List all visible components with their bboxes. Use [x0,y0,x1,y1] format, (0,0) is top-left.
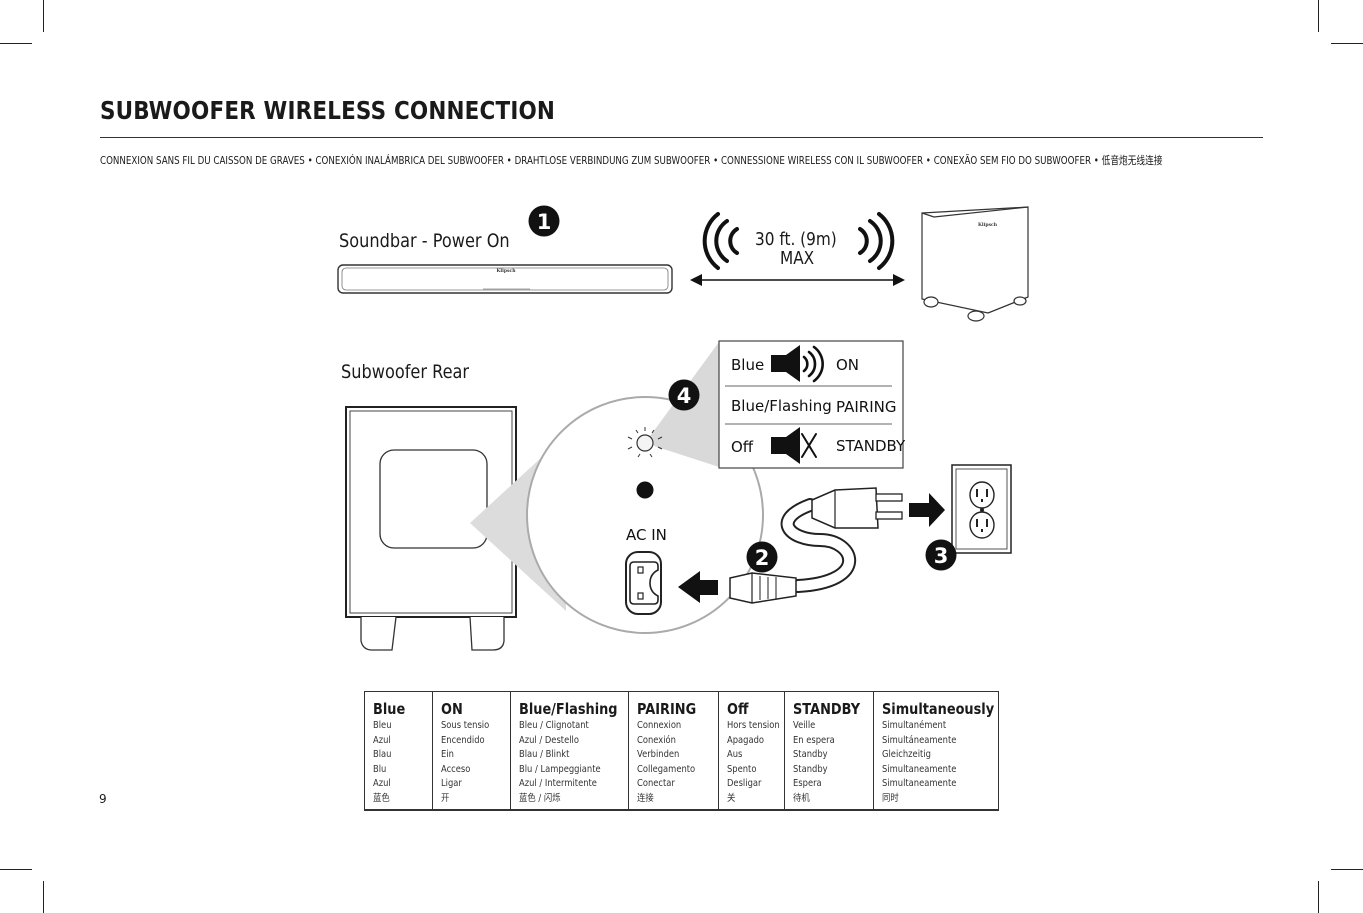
subwoofer-illustration: Klipsch [921,206,1029,322]
status-color-off: Off [731,438,754,456]
svg-text:4: 4 [677,384,692,408]
legend-column-standby: STANDBY Veille En espera Standby Standby… [785,692,874,809]
page-number: 9 [99,792,107,806]
status-led-icon [627,427,663,458]
crop-mark [0,869,32,870]
crop-mark [0,43,32,44]
power-cord-illustration [729,487,903,604]
legend-column-off: Off Hors tension Apagado Aus Spento Desl… [719,692,785,809]
speaker-sound-icon [771,345,824,383]
legend-column-simultaneously: Simultaneously Simultanément Simultáneam… [882,700,995,804]
distance-max-label: MAX [780,248,815,269]
status-state-pairing: PAIRING [836,398,896,416]
crop-mark [43,881,44,913]
soundbar-illustration: Klipsch [337,264,673,294]
crop-mark [1318,881,1319,913]
ac-in-label: AC IN [626,526,667,544]
distance-arrow [690,274,905,286]
title-rule [100,137,1263,138]
page-title: SUBWOOFER WIRELESS CONNECTION [100,96,556,125]
ac-socket-icon [625,551,662,615]
distance-label: 30 ft. (9m) [755,229,837,250]
legend-column-on: ON Sous tensio Encendido Ein Acceso Liga… [433,692,511,809]
speaker-muted-icon [771,427,817,464]
svg-text:2: 2 [755,546,770,570]
wireless-signal-icon [702,212,739,270]
insert-arrow-icon [678,571,718,603]
svg-text:1: 1 [537,210,552,234]
crop-mark [43,0,44,32]
status-color-blue-flashing: Blue/Flashing [731,397,832,415]
plug-in-arrow-icon [909,493,945,527]
translation-legend-table: Blue Bleu Azul Blau Blu Azul 蓝色 ON Sous … [364,691,999,811]
wireless-signal-icon [858,212,895,270]
translated-subtitle: CONNEXION SANS FIL DU CAISSON DE GRAVES … [100,154,1163,167]
wall-outlet-illustration [951,464,1012,554]
subwoofer-logo: Klipsch [978,222,998,228]
crop-mark [1318,0,1319,32]
svg-text:3: 3 [934,544,949,568]
subwoofer-rear-label: Subwoofer Rear [341,361,470,383]
soundbar-logo: Klipsch [496,268,516,274]
step-3-badge: 3 [925,539,957,571]
status-color-blue: Blue [731,356,764,374]
step-1-badge: 1 [528,205,560,237]
step-4-badge: 4 [668,379,700,411]
led-status-table: Blue ON Blue/Flashing PAIRING Off STANDB… [718,340,906,469]
status-state-standby: STANDBY [836,437,906,455]
status-state-on: ON [836,356,859,374]
legend-column-pairing: PAIRING Connexion Conexión Verbinden Col… [629,692,719,809]
step-2-badge: 2 [746,541,778,573]
legend-column-blue: Blue Bleu Azul Blau Blu Azul 蓝色 [365,692,433,809]
crop-mark [1331,869,1363,870]
pair-button [636,481,654,499]
legend-column-blue-flashing: Blue/Flashing Bleu / Clignotant Azul / D… [511,692,629,809]
soundbar-power-on-label: Soundbar - Power On [339,230,510,252]
crop-mark [1331,43,1363,44]
